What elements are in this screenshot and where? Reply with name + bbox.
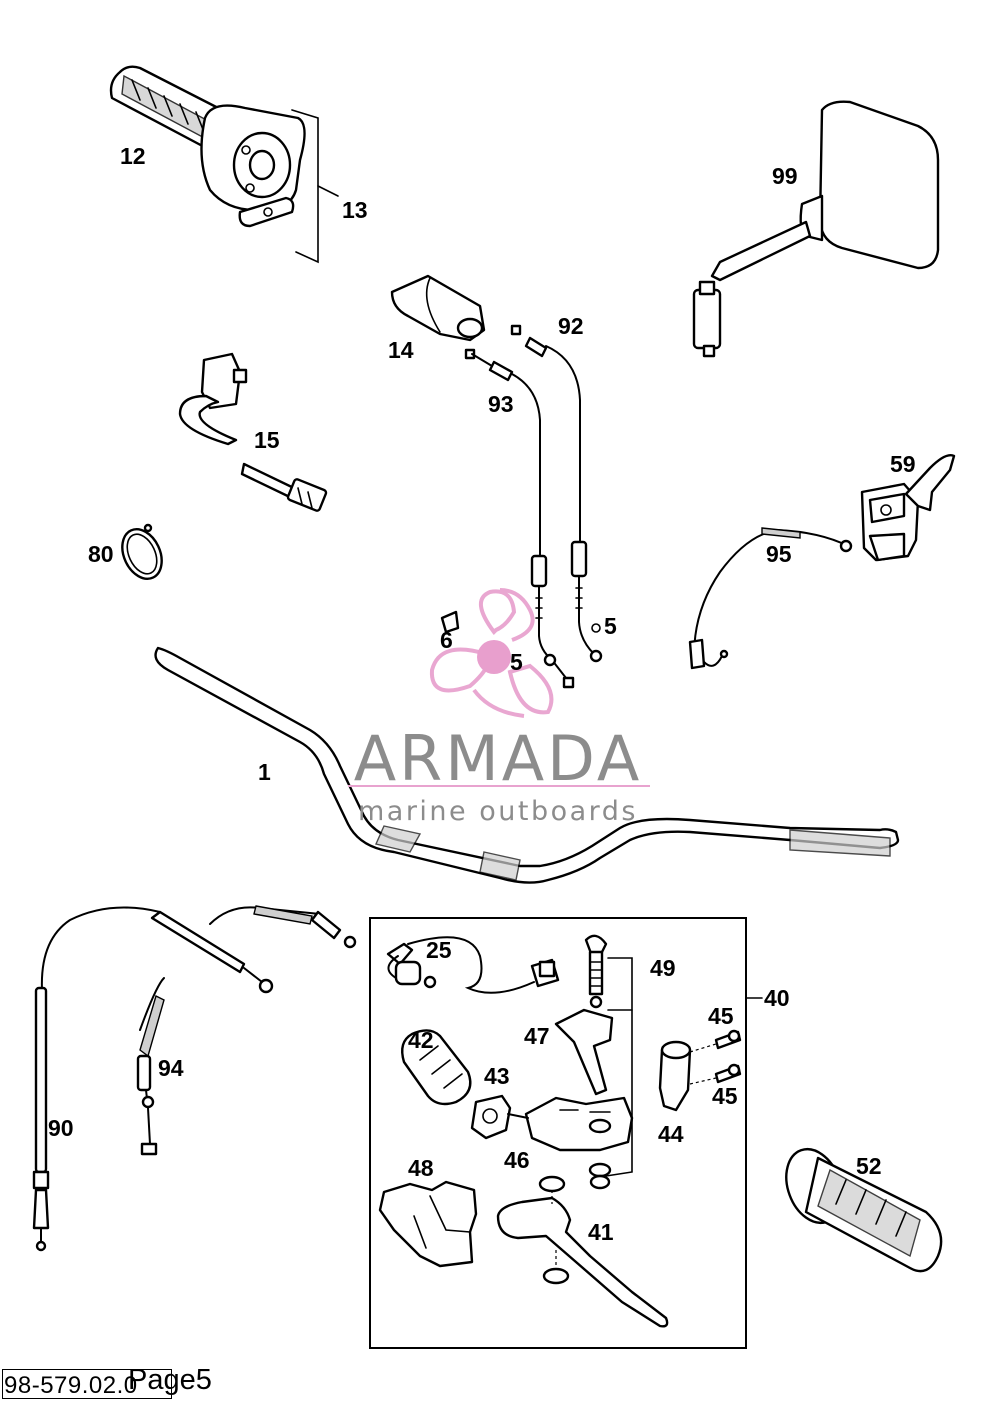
label-part-44: 44: [658, 1121, 684, 1147]
label-part-41: 41: [588, 1219, 614, 1245]
label-part-25: 25: [426, 937, 452, 963]
label-part-15: 15: [254, 427, 280, 453]
label-part-52: 52: [856, 1153, 882, 1179]
label-part-45-top: 45: [708, 1003, 734, 1029]
footer-code-box: [2, 1369, 172, 1399]
footer-page-number: Page5: [128, 1364, 212, 1396]
label-part-6: 6: [440, 627, 453, 653]
label-part-5-left: 5: [510, 649, 523, 675]
throttle-cables: [440, 324, 603, 689]
kill-switch: [178, 352, 328, 512]
clutch-lever-assembly: [369, 917, 763, 1349]
label-part-13: 13: [342, 197, 368, 223]
label-part-40: 40: [764, 985, 790, 1011]
label-part-92: 92: [558, 313, 584, 339]
label-part-99: 99: [772, 163, 798, 189]
armada-logo: [429, 588, 554, 718]
mirror: [692, 100, 940, 358]
label-part-47: 47: [524, 1023, 550, 1049]
throttle-grip-assembly: [109, 65, 339, 264]
left-grip: [785, 1148, 943, 1273]
label-part-43: 43: [484, 1063, 510, 1089]
label-part-46: 46: [504, 1147, 530, 1173]
handlebar: [154, 646, 900, 884]
footer-code: 98-579.02.0: [4, 1372, 138, 1399]
label-part-48: 48: [408, 1155, 434, 1181]
watermark-tagline: marine outboards: [358, 796, 638, 827]
label-part-80: 80: [88, 541, 114, 567]
hot-start-lever: [688, 454, 956, 670]
label-part-59: 59: [890, 451, 916, 477]
label-part-93: 93: [488, 391, 514, 417]
label-part-12: 12: [120, 143, 146, 169]
label-part-45-bottom: 45: [712, 1083, 738, 1109]
label-part-14: 14: [388, 337, 414, 363]
label-part-95: 95: [766, 541, 792, 567]
label-part-94: 94: [158, 1055, 184, 1081]
label-part-90: 90: [48, 1115, 74, 1141]
cable-cover: [390, 274, 486, 360]
watermark-brand: ARMADA: [354, 722, 642, 795]
label-part-1: 1: [258, 759, 271, 785]
label-part-5-right: 5: [604, 613, 617, 639]
label-part-42: 42: [408, 1027, 434, 1053]
clamp-ring: [121, 523, 163, 580]
label-part-49: 49: [650, 955, 676, 981]
clutch-cables: [32, 905, 357, 1252]
